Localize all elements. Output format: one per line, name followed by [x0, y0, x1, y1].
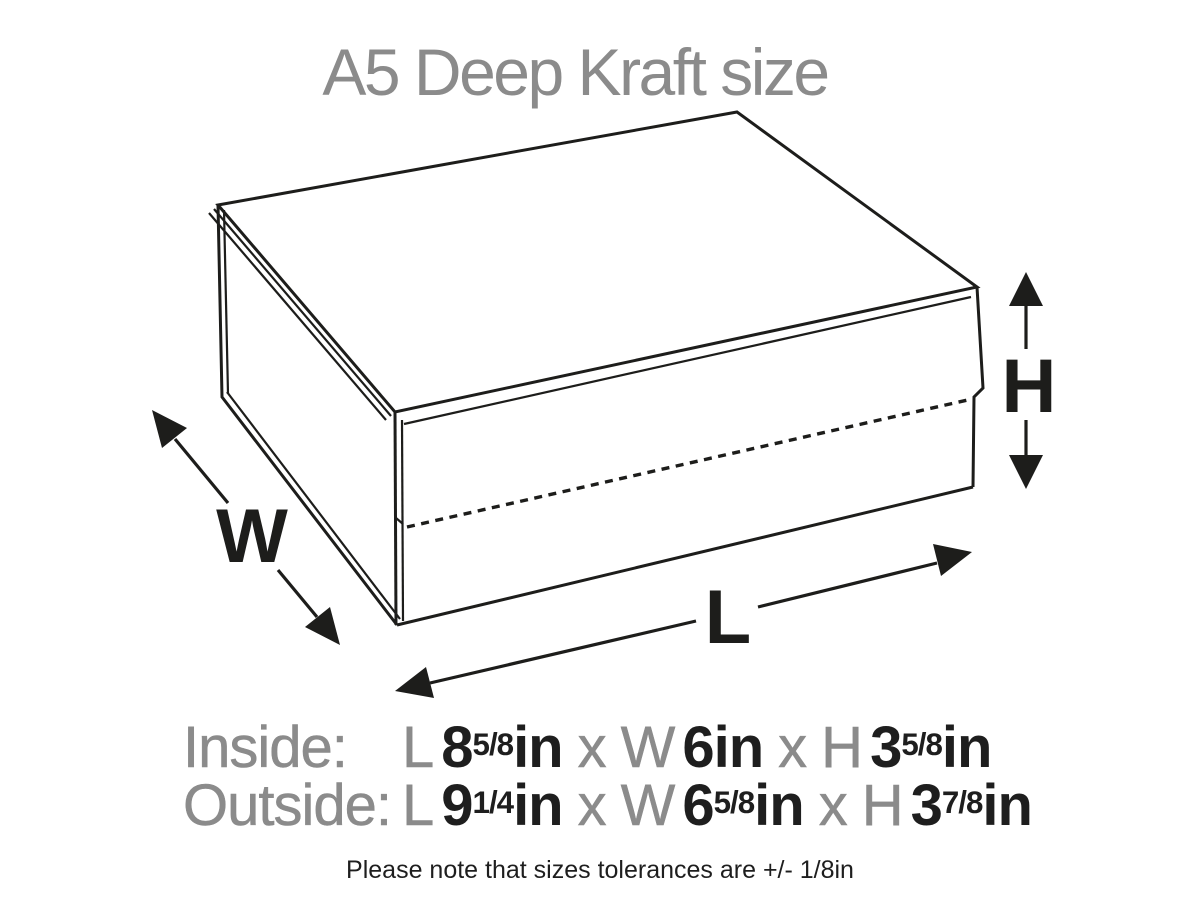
- outside-separator-2: x: [818, 773, 848, 838]
- length-dimension-label: L: [705, 575, 751, 660]
- dimension-arrow-shafts: [173, 305, 1028, 685]
- width-arrowhead-bottom: [305, 607, 340, 645]
- inside-width-unit: in: [713, 715, 765, 780]
- outside-length-value: 91/4in: [441, 773, 564, 838]
- outside-height-whole: 3: [910, 773, 943, 838]
- outside-width-unit: in: [754, 773, 805, 838]
- box-lid-top-face: [215, 110, 981, 414]
- outside-length-fraction: 1/4: [472, 785, 515, 821]
- box-inner-rim-lines: [208, 208, 972, 622]
- outside-height-fraction: 7/8: [941, 785, 984, 821]
- outside-width-fraction: 5/8: [713, 785, 756, 821]
- outside-width-whole: 6: [682, 773, 714, 838]
- inside-height-unit: in: [941, 715, 993, 780]
- inside-height-key: H: [821, 715, 863, 780]
- inside-length-whole: 8: [441, 715, 473, 780]
- inside-separator-2: x: [778, 715, 808, 780]
- inside-length-unit: in: [513, 715, 564, 780]
- outside-length-key: L: [402, 773, 435, 838]
- inside-length-key: L: [402, 715, 435, 780]
- height-arrowhead-bottom: [1009, 455, 1043, 489]
- inside-label: Inside:: [183, 715, 348, 780]
- height-dimension-label: H: [1002, 344, 1057, 429]
- inside-width-whole: 6: [682, 715, 714, 780]
- box-front-bottom-edge: [396, 485, 974, 627]
- outside-length-whole: 9: [441, 773, 473, 838]
- box-left-face-edges: [216, 204, 399, 626]
- outside-height-unit: in: [982, 773, 1033, 838]
- inside-height-whole: 3: [870, 715, 902, 780]
- inside-height-fraction: 5/8: [901, 727, 943, 763]
- outside-length-unit: in: [513, 773, 564, 838]
- width-dimension-label: W: [216, 494, 288, 579]
- box-front-left-edge: [393, 411, 398, 626]
- length-arrow-shaft-right: [757, 561, 938, 609]
- inside-separator-1: x: [577, 715, 607, 780]
- dimension-arrowheads: [152, 272, 1043, 698]
- length-arrowhead-right: [933, 544, 972, 576]
- outside-width-key: W: [620, 773, 675, 838]
- inside-width-key: W: [620, 715, 675, 780]
- page-title: A5 Deep Kraft size: [322, 35, 830, 109]
- inside-height-value: 35/8in: [870, 715, 993, 780]
- inside-length-value: 85/8in: [441, 715, 564, 780]
- inside-length-fraction: 5/8: [472, 727, 515, 763]
- length-arrow-shaft-left: [429, 619, 697, 685]
- length-arrowhead-left: [395, 667, 434, 698]
- tolerance-note: Please note that sizes tolerances are +/…: [346, 856, 854, 884]
- height-arrowhead-top: [1009, 272, 1043, 306]
- outside-width-value: 65/8in: [682, 773, 805, 838]
- box-right-edge-with-lid-step: [971, 286, 985, 488]
- lid-seam-dashed-line: [406, 397, 973, 529]
- width-arrow-shaft-lower: [276, 568, 319, 619]
- width-arrow-shaft-upper: [173, 437, 230, 505]
- inside-width-value: 6in: [682, 715, 765, 780]
- outside-height-value: 37/8in: [910, 773, 1033, 838]
- outside-label: Outside:: [183, 773, 393, 838]
- outside-height-key: H: [861, 773, 903, 838]
- width-arrowhead-top: [152, 410, 187, 448]
- outside-separator-1: x: [577, 773, 607, 838]
- box-outline: [215, 110, 985, 627]
